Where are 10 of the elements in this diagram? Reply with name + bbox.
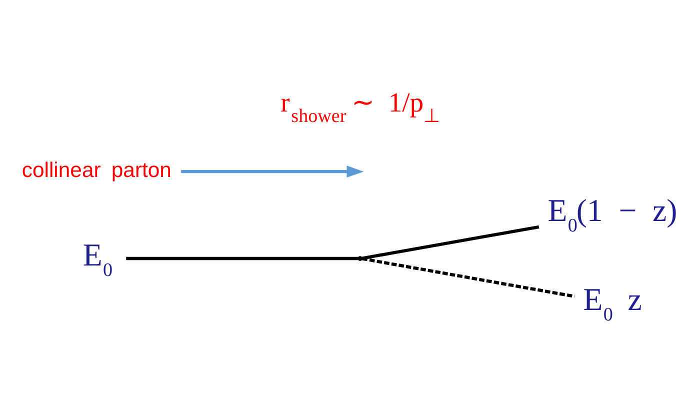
connector [362, 257, 575, 298]
connector [126, 256, 358, 260]
connector [362, 225, 540, 260]
node-text: collinear parton [22, 158, 172, 182]
node-text: E$_{0}$ [82, 237, 113, 281]
label: r$_{shower}$ ∼ 1/p$_{⊥}$ [280, 86, 441, 127]
node-circle [358, 256, 362, 261]
node-text: E$_{0}$ z [583, 282, 642, 326]
arrow [181, 166, 364, 178]
node-text: E$_{0}$(1 − z) [548, 192, 678, 236]
